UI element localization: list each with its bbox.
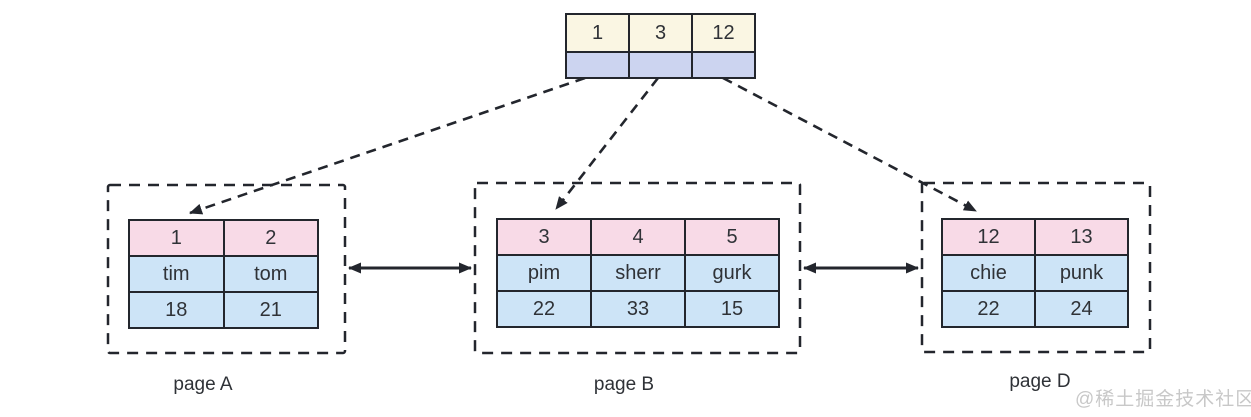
root-key-cell: 12 <box>691 13 756 53</box>
table-cell: chie <box>941 254 1036 292</box>
root-pointer-cell <box>691 51 756 79</box>
page-b-container <box>473 181 802 355</box>
table-cell: sherr <box>590 254 686 292</box>
root-pointers-row <box>565 51 756 79</box>
root-node: 1 3 12 <box>565 13 756 79</box>
table-cell: 24 <box>1034 290 1129 328</box>
table-cell: gurk <box>684 254 780 292</box>
table-cell: 22 <box>496 290 592 328</box>
table-cell: punk <box>1034 254 1129 292</box>
watermark-text: @稀土掘金技术社区 <box>1075 389 1251 410</box>
table-cell: 12 <box>941 218 1036 256</box>
page-d-container <box>920 181 1152 354</box>
page-b-label: page B <box>593 374 655 395</box>
root-keys-row: 1 3 12 <box>565 13 756 53</box>
table-cell: 3 <box>496 218 592 256</box>
table-cell: 13 <box>1034 218 1129 256</box>
table-cell: tom <box>222 255 319 293</box>
page-d-label: page D <box>1009 371 1071 392</box>
root-key-cell: 1 <box>565 13 630 53</box>
page-a-label: page A <box>173 374 233 395</box>
table-cell: 33 <box>590 290 686 328</box>
table-cell: 5 <box>684 218 780 256</box>
table-cell: 1 <box>128 219 225 257</box>
root-to-page-b-arrow <box>554 77 660 210</box>
table-cell: 15 <box>684 290 780 328</box>
root-to-page-d-arrow <box>722 76 977 213</box>
table-cell: pim <box>496 254 592 292</box>
page-a-container <box>106 183 347 355</box>
root-key-cell: 3 <box>628 13 693 53</box>
table-cell: 4 <box>590 218 686 256</box>
table-cell: 18 <box>128 291 225 329</box>
root-pointer-cell <box>565 51 630 79</box>
root-to-page-a-arrow <box>189 76 586 215</box>
table-cell: 21 <box>222 291 319 329</box>
table-cell: 22 <box>941 290 1036 328</box>
table-cell: tim <box>128 255 225 293</box>
table-cell: 2 <box>222 219 319 257</box>
root-pointer-cell <box>628 51 693 79</box>
